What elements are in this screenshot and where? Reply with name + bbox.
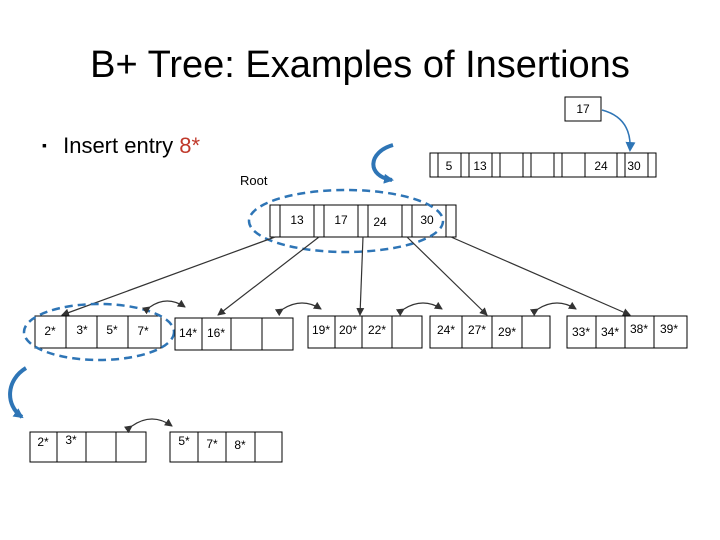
split-leaf-left: 2* 3* bbox=[29, 431, 147, 463]
leaf-entry: 22* bbox=[368, 323, 386, 337]
leaf-entry: 7* bbox=[206, 437, 218, 451]
new-root-node: 17 bbox=[564, 96, 602, 122]
new-root-key: 17 bbox=[576, 102, 590, 116]
split-arrow-icon bbox=[371, 143, 394, 184]
leaf-entry: 7* bbox=[137, 324, 149, 338]
slide-title: B+ Tree: Examples of Insertions bbox=[90, 44, 630, 86]
split-root-key: 30 bbox=[627, 159, 641, 173]
split-root-node: 5 13 24 30 24 bbox=[429, 152, 657, 178]
leaf-entry: 16* bbox=[207, 326, 225, 340]
split-root-key: 24 bbox=[594, 159, 608, 173]
split-sibling-link bbox=[123, 418, 173, 434]
leaf-node: 14* 16* bbox=[174, 317, 294, 351]
root-key: 24 bbox=[373, 215, 387, 229]
leaf-entry: 19* bbox=[312, 323, 330, 337]
root-label: Root bbox=[240, 173, 268, 188]
root-highlight-ellipse bbox=[247, 188, 445, 254]
split-root-key: 5 bbox=[446, 159, 453, 173]
leaf-entry: 2* bbox=[37, 435, 49, 449]
root-key: 17 bbox=[334, 213, 348, 227]
leaf-entry: 27* bbox=[468, 323, 486, 337]
leaf-node: 19* 20* 22* bbox=[307, 315, 423, 349]
leaf-entry: 38* bbox=[630, 322, 648, 336]
leaf-entry: 34* bbox=[601, 325, 619, 339]
root-node: 13 17 24 30 bbox=[269, 204, 457, 238]
split-leaf-right: 5* 7* 8* bbox=[169, 431, 283, 463]
leaf-node: 24* 27* 29* bbox=[429, 315, 551, 349]
leaf-entry: 8* bbox=[234, 438, 246, 452]
root-key: 30 bbox=[420, 213, 434, 227]
leaf-entry: 5* bbox=[178, 434, 190, 448]
bullet-insert-entry: ▪ Insert entry 8* bbox=[42, 133, 200, 159]
bullet-text: Insert entry bbox=[63, 133, 174, 158]
leaf-entry: 33* bbox=[572, 325, 590, 339]
split-root-key: 13 bbox=[473, 159, 487, 173]
leaf-entry: 14* bbox=[179, 326, 197, 340]
leaf-entry: 39* bbox=[660, 322, 678, 336]
leaf-entry: 24* bbox=[437, 323, 455, 337]
bullet-square-icon: ▪ bbox=[42, 137, 47, 153]
root-key: 13 bbox=[290, 213, 304, 227]
leaf-highlight-ellipse bbox=[22, 302, 176, 362]
leaf-node: 33* 34* 38* 39* bbox=[566, 315, 688, 349]
leaf-split-arrow-icon bbox=[8, 366, 28, 419]
child-pointers bbox=[61, 236, 631, 317]
leaf-entry: 3* bbox=[76, 323, 88, 337]
leaf-entry: 29* bbox=[498, 325, 516, 339]
leaf-entry: 3* bbox=[65, 433, 77, 447]
leaf-entry: 20* bbox=[339, 323, 357, 337]
leaf-entry: 2* bbox=[44, 324, 56, 338]
bullet-key: 8* bbox=[179, 133, 201, 158]
sibling-links bbox=[141, 299, 577, 317]
leaf-entry: 5* bbox=[106, 323, 118, 337]
new-root-arrow bbox=[601, 109, 636, 152]
leaf-node: 2* 3* 5* 7* bbox=[34, 315, 162, 349]
